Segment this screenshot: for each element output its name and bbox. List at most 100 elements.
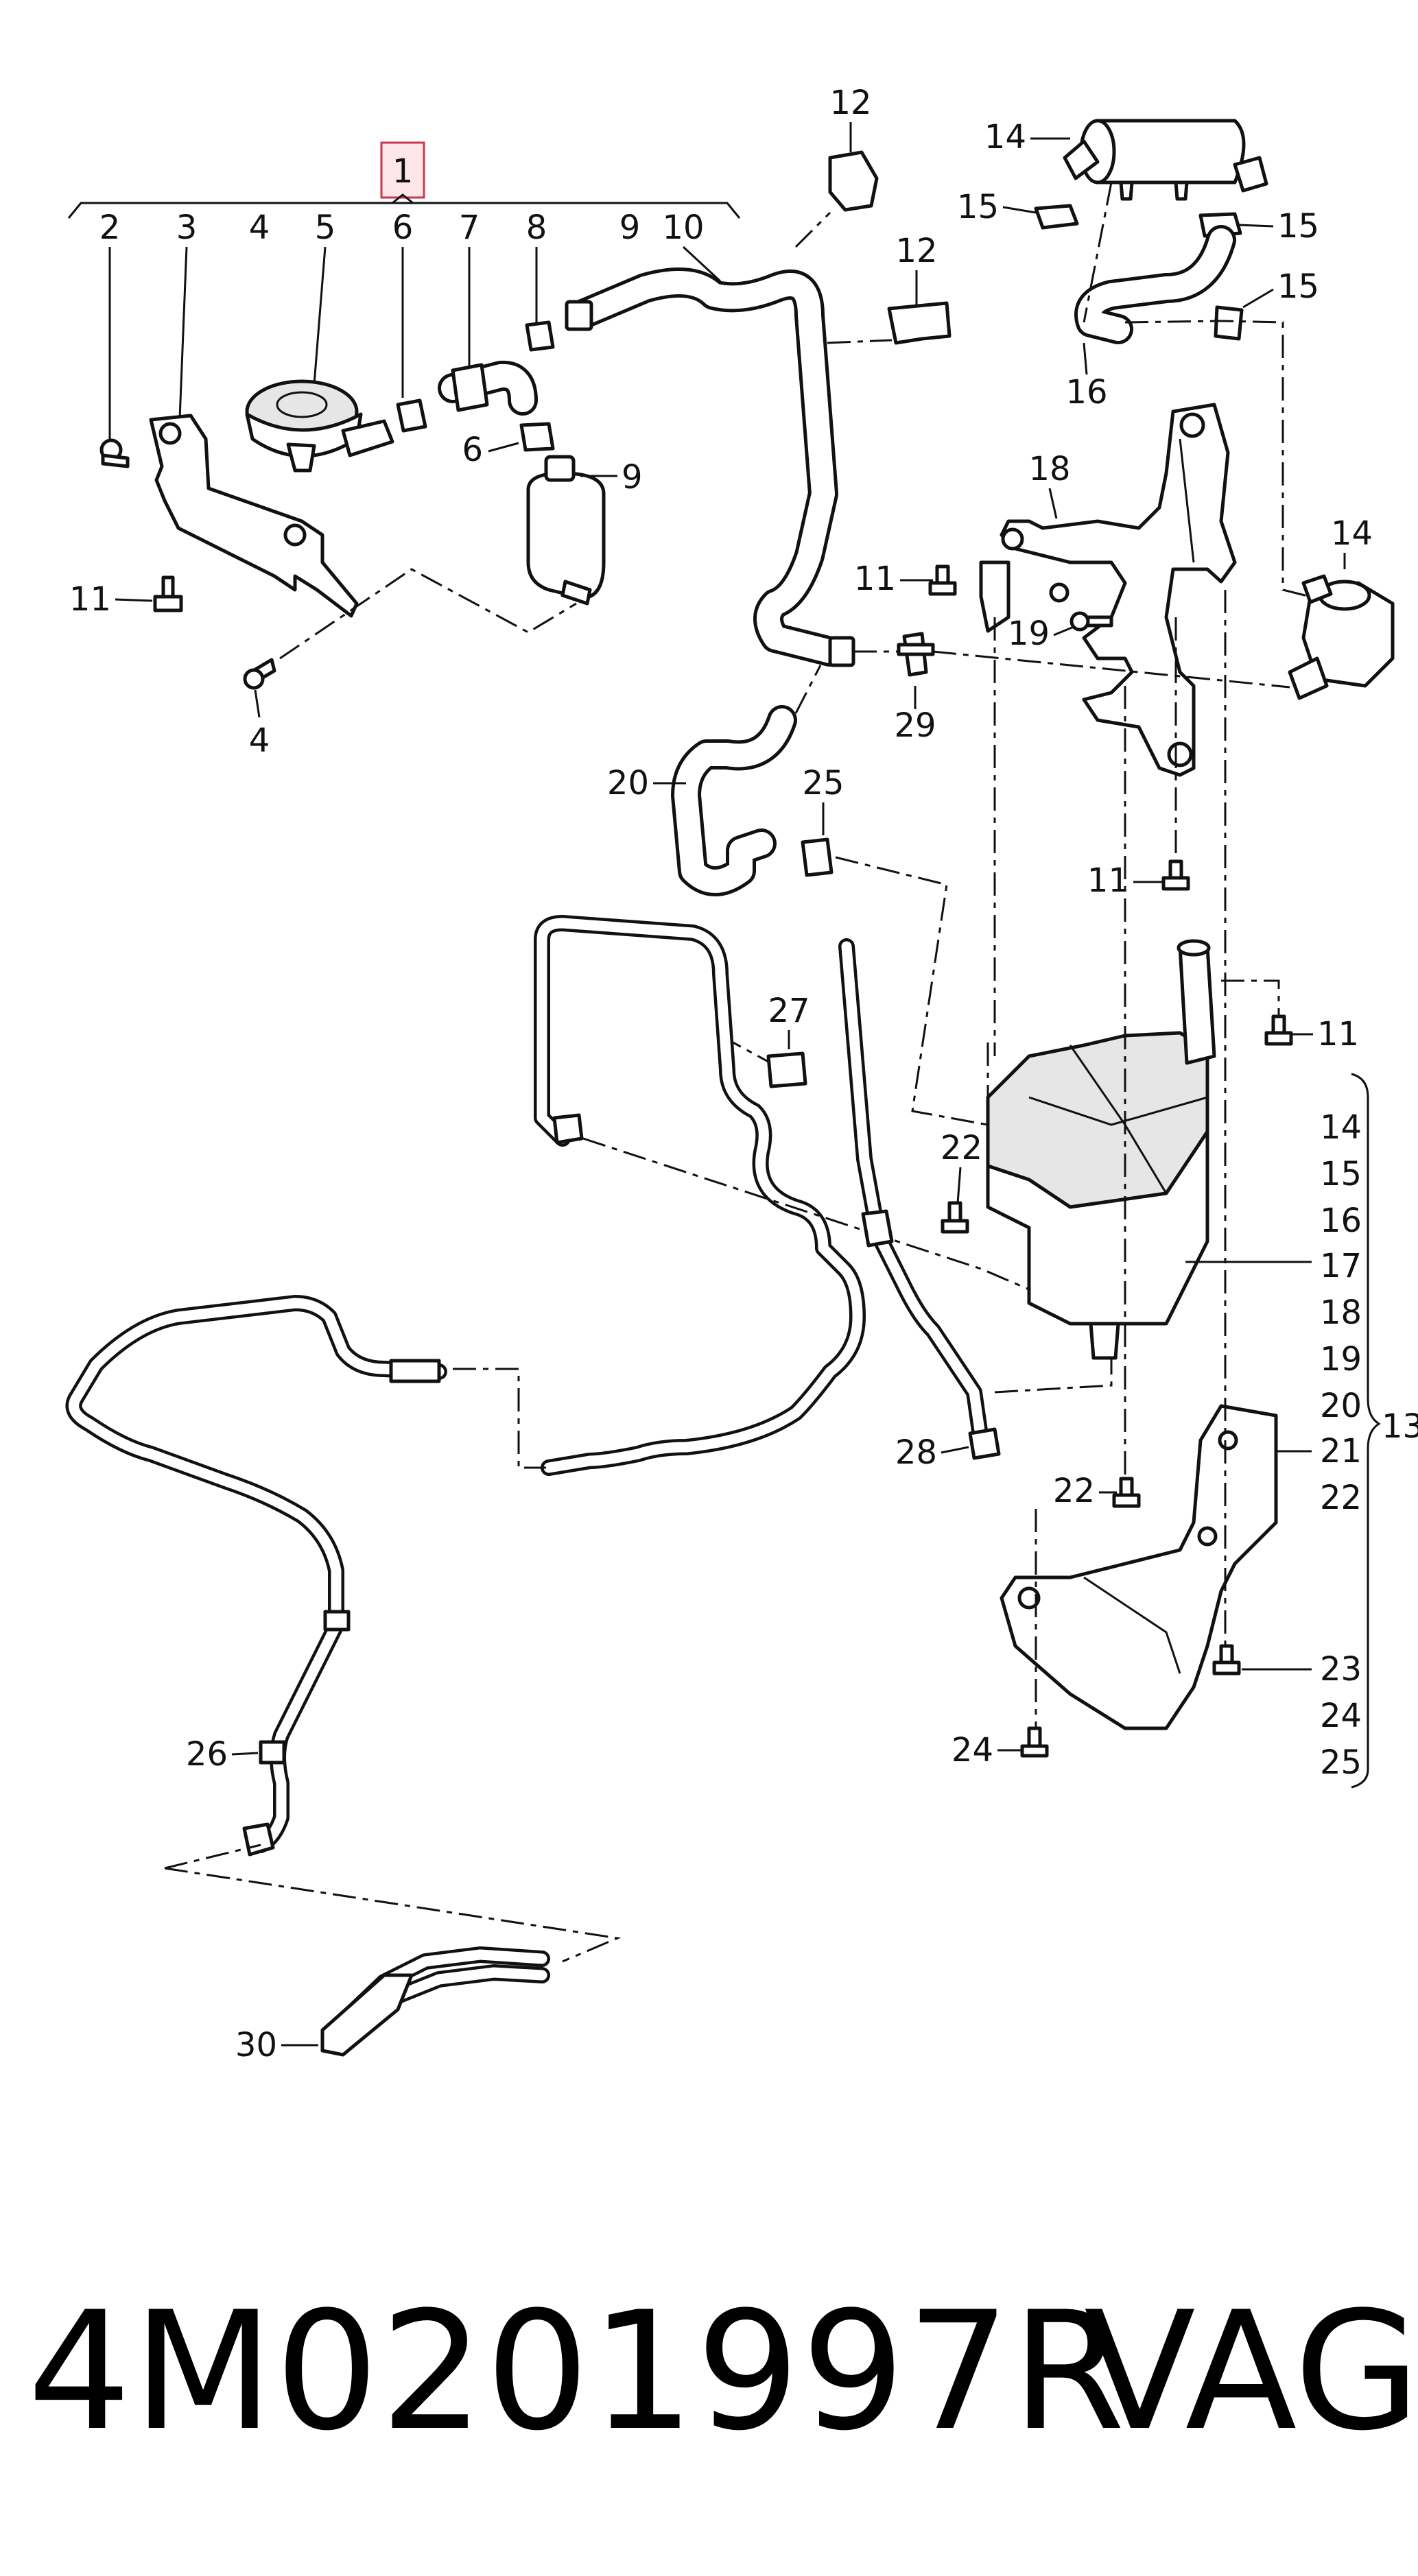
bolt-11c-shank: [1168, 859, 1183, 880]
part-4-bolt: 4: [243, 568, 577, 760]
cylinder-tab-a: [1119, 180, 1134, 201]
callout-9-top: 9: [619, 208, 641, 247]
group-13-list: 14 15 16 17 18 19 20 21 22 23 24 25 13: [1320, 1073, 1418, 1789]
clamp-6-lower: [519, 422, 555, 452]
part-7-elbow: [438, 360, 538, 416]
dash-4-path: [279, 568, 577, 660]
callout-11-mid: 11: [854, 560, 896, 598]
bracket-21-rib: [1083, 1576, 1181, 1674]
clip-12-top: [828, 150, 879, 212]
bolt-11d-shank: [1271, 1014, 1286, 1035]
callout-15-left: 15: [957, 188, 999, 226]
screw-19-upper: [1049, 582, 1070, 603]
part-16-hose: 16: [1065, 182, 1311, 598]
callout-4-top: 4: [249, 208, 270, 247]
bolt-11d-head: [1264, 1031, 1293, 1046]
elbow-collar: [451, 363, 489, 412]
group-13-item-16: 16: [1320, 1202, 1362, 1240]
callout-13: 13: [1382, 1407, 1418, 1446]
callout-28: 28: [895, 1433, 937, 1472]
callout-24: 24: [952, 1731, 993, 1769]
leader-5: [313, 246, 327, 385]
callout-5: 5: [315, 208, 336, 247]
dash-16: [1124, 320, 1311, 598]
bracket-18-foot: [979, 560, 1011, 633]
tube-lower-inner: [69, 1298, 445, 1850]
dash-12a: [794, 211, 831, 248]
callout-22-upper: 22: [941, 1129, 982, 1167]
part-18-bracket: 18: [979, 403, 1237, 777]
connector-29-flange: [897, 643, 935, 656]
bracket-18-hole-b: [1001, 527, 1024, 551]
dash-25: [835, 856, 989, 1126]
pump-outlet: [341, 419, 394, 457]
top-leaders: [108, 246, 722, 439]
bracket-21-hole-b: [1197, 1526, 1218, 1547]
part-6-clamps: 6: [396, 398, 555, 469]
dash-29-right: [932, 650, 1290, 689]
canister-pipe-cap: [1177, 939, 1211, 957]
clamp-8: [525, 320, 555, 352]
clamp-25: [801, 837, 834, 877]
tube-upper-loop: [534, 915, 1030, 1476]
filter-neck: [544, 455, 576, 482]
part-5-pump: [245, 379, 394, 473]
top-callouts: 1 2 3 4 5 6 7 8 9 10: [99, 152, 705, 247]
part-12-clips: 12 12: [794, 84, 952, 345]
dash-tube-upper: [582, 1137, 1030, 1291]
leader-10: [682, 246, 722, 283]
group-13-item-18: 18: [1320, 1293, 1362, 1332]
tube-lower-fitting-3: [259, 1740, 286, 1765]
bolt-11b-shank: [935, 564, 950, 585]
callout-19: 19: [1008, 615, 1050, 653]
part-14-cylinder-top: 14: [984, 118, 1268, 201]
bolt-11c-head: [1161, 876, 1190, 891]
cylinder-lower-outlet: [1288, 656, 1329, 700]
callout-30: 30: [235, 2026, 277, 2064]
pipe28-inner: [841, 941, 986, 1446]
leader-18: [1048, 488, 1058, 519]
tube-lower-fitting: [389, 1359, 441, 1383]
bolt-22a-shank: [947, 1201, 962, 1223]
part-25-clamp: 25: [801, 764, 989, 1126]
callout-27: 27: [768, 992, 810, 1030]
canister-seam-b: [1028, 1096, 1208, 1126]
dash-16b: [1083, 182, 1113, 323]
group-13-item-15: 15: [1320, 1155, 1362, 1193]
callout-8: 8: [526, 208, 547, 247]
part-3-bracket: [149, 414, 359, 618]
leader-26: [231, 1752, 259, 1756]
dash-20: [794, 665, 822, 714]
clip-12-mid: [887, 301, 952, 345]
callout-25: 25: [802, 764, 844, 802]
callout-7: 7: [459, 208, 480, 247]
part-number-caption: 4M0201997R: [27, 2277, 1127, 2467]
bolt-22b-shank: [1119, 1477, 1134, 1497]
tube-lower-outer: [65, 1295, 447, 1853]
callout-10: 10: [662, 208, 704, 247]
hose-inner: [571, 271, 842, 663]
group-13-item-24: 24: [1320, 1697, 1362, 1735]
callout-14-lower: 14: [1331, 514, 1373, 553]
dash-28: [994, 1358, 1113, 1394]
bolt-22a-head: [941, 1219, 969, 1234]
pump-cap: [276, 391, 328, 418]
group-13-item-14: 14: [1320, 1108, 1362, 1147]
group-13-item-17: 17: [1320, 1247, 1362, 1285]
tube-lower-end: [242, 1822, 275, 1857]
brand-caption: VAG: [1084, 2277, 1418, 2467]
pipe28-end: [968, 1427, 1001, 1460]
part-28-pipe: 28: [838, 938, 1113, 1472]
elbow-inner: [441, 363, 534, 412]
callout-12-top: 12: [829, 84, 871, 122]
leader-11a: [115, 598, 153, 602]
part-14-cylinder-lower: 14: [1288, 514, 1395, 700]
part-2-bolt: [99, 438, 130, 468]
bracket-tick: [392, 193, 414, 204]
callout-16: 16: [1065, 373, 1107, 412]
dash-tube-lower: [453, 1368, 546, 1469]
callout-20: 20: [607, 764, 649, 802]
pump-connector: [286, 442, 316, 473]
tube-lower-loop: 26: [65, 1295, 546, 1857]
